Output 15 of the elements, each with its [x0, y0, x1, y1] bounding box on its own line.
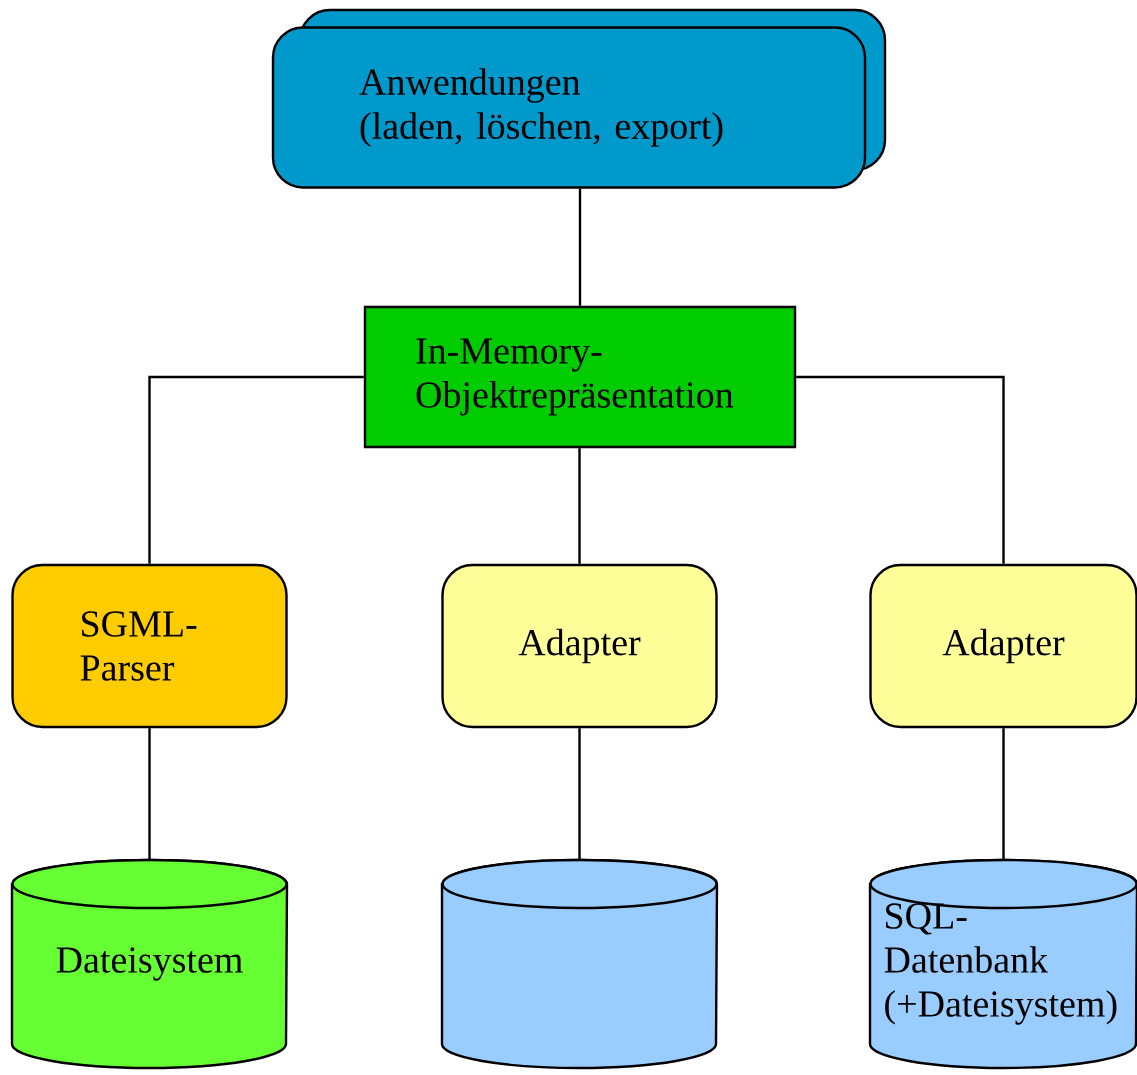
database-cylinder: SQL- Datenbank (+Dateisystem) [868, 858, 1137, 1070]
connector-line [148, 728, 151, 860]
process-box: In-Memory- Objektrepräsentation [363, 305, 797, 449]
stacked-rounded-box: Anwendungen (laden, löschen, export) [271, 8, 887, 189]
connector-line [1002, 728, 1005, 860]
database-cylinder [440, 858, 719, 1070]
connector-line [578, 728, 581, 860]
database-cylinder: Dateisystem [10, 858, 289, 1070]
rounded-box: SGML- Parser [11, 563, 288, 729]
connector-line [148, 375, 364, 564]
rounded-box: Adapter [441, 563, 718, 729]
connector-line [578, 188, 582, 306]
connector-line [796, 375, 1005, 564]
connector-line [578, 448, 581, 564]
rounded-box: Adapter [869, 563, 1137, 729]
